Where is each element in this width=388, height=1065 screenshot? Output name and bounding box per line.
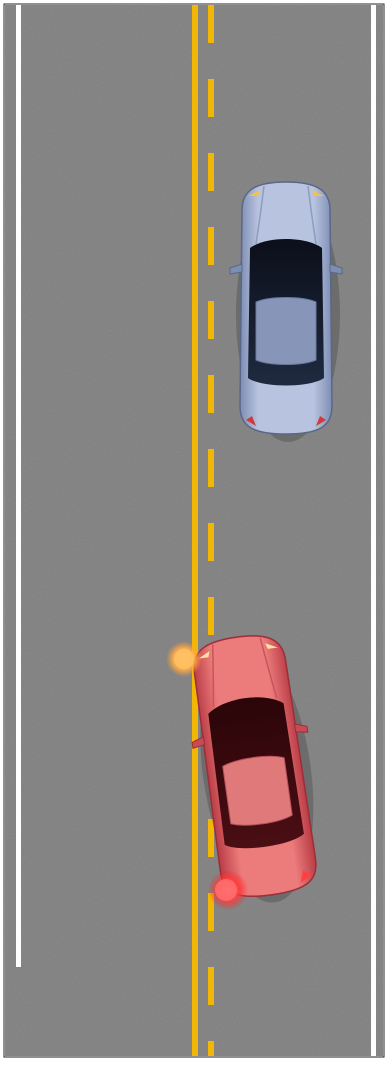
solid-center-line [192,5,198,1056]
center-dash [208,227,214,265]
turn-signal-front-left-core [174,649,194,669]
left-edge-line [16,5,21,967]
center-dash [208,819,214,857]
brake-light-rear-left-core [215,879,237,901]
center-dash [208,967,214,1005]
center-dash [208,301,214,339]
center-dash [208,375,214,413]
right-edge-line [371,5,376,1056]
center-dash [208,79,214,117]
center-dash [208,5,214,43]
center-dash [208,1041,214,1056]
center-dash [208,153,214,191]
center-dash [208,523,214,561]
blue-car [230,182,342,442]
center-dash [208,597,214,635]
center-dash [208,449,214,487]
